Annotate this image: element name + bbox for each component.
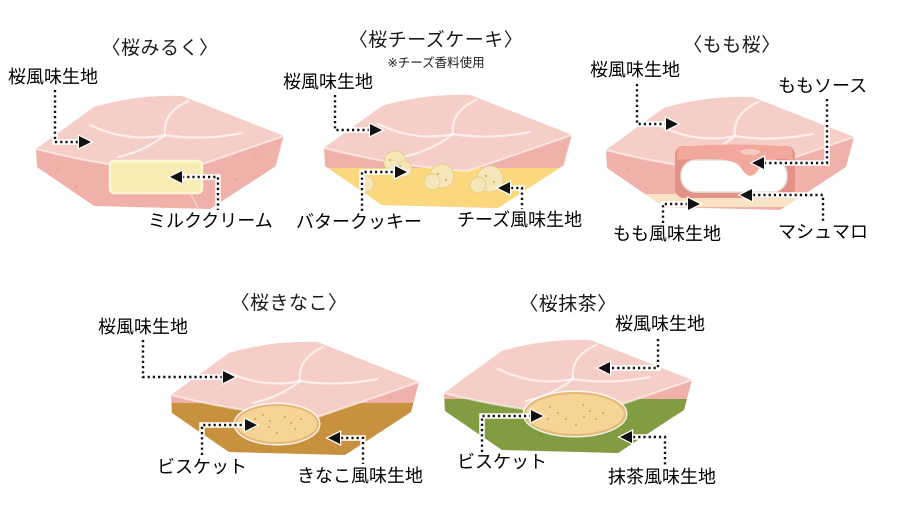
arrow-coating <box>595 339 661 377</box>
swirl-pattern <box>496 343 652 403</box>
cheese-flavoring-note: ※チーズ香料使用 <box>387 55 485 70</box>
arrow-marshmallow <box>737 186 826 221</box>
label-sakura-coating: 桜風味生地 <box>615 314 705 335</box>
candy-illustration-sakura-kinako <box>140 340 420 464</box>
arrow-cheese-layer <box>495 179 525 209</box>
label-milk-cream: ミルククリーム <box>148 211 273 232</box>
label-sakura-coating: 桜風味生地 <box>98 317 188 338</box>
arrow-kinako-base <box>325 429 366 464</box>
arrow-coating <box>332 95 385 139</box>
arrow-matcha-base <box>617 428 668 467</box>
label-kinako-base: きなこ風味生地 <box>297 466 423 487</box>
arrow-milk-cream <box>167 168 221 210</box>
momo-sauce-drip <box>677 144 793 176</box>
label-momo-sauce: ももソース <box>778 76 868 97</box>
swirl-pattern <box>223 345 379 405</box>
label-sakura-coating: 桜風味生地 <box>8 67 98 88</box>
label-butter-cookie: バタークッキー <box>296 212 422 233</box>
candy-illustration-sakura-milk <box>35 90 285 210</box>
arrow-momo-sauce <box>749 99 830 172</box>
panel-sakura-matcha: 〈桜抹茶〉 桜風味生地 ビスケット 抹茶風味生地 <box>420 283 790 498</box>
arrow-biscuit <box>479 407 546 452</box>
label-marshmallow: マシュマロ <box>778 222 868 243</box>
arrow-butter-cookie <box>359 163 410 211</box>
label-sakura-coating: 桜風味生地 <box>590 60 680 81</box>
candy-illustration-momo-sakura <box>605 84 855 223</box>
opening <box>675 144 795 198</box>
arrow-coating <box>52 90 94 151</box>
candy-illustration-sakura-cheesecake <box>323 94 573 211</box>
label-momo-base: もも風味生地 <box>613 224 721 245</box>
label-cheese-base: チーズ風味生地 <box>457 210 583 231</box>
label-biscuit: ビスケット <box>157 457 247 478</box>
panel-sakura-cheesecake: 〈桜チーズケーキ〉 ※チーズ香料使用 桜風味生地 バタークッキー チーズ風味生地 <box>280 20 610 245</box>
arrow-coating <box>634 84 681 133</box>
swirl-pattern <box>376 98 532 158</box>
candy-illustration-sakura-matcha <box>443 339 693 467</box>
panel-title: 〈桜みるく〉 <box>101 37 219 59</box>
swirl-pattern <box>88 99 244 159</box>
arrow-momo-base <box>660 195 703 223</box>
panel-title: 〈もも桜〉 <box>683 34 781 56</box>
label-matcha-base: 抹茶風味生地 <box>608 467 716 488</box>
panel-title: 〈桜きなこ〉 <box>230 292 348 314</box>
panel-sakura-milk: 〈桜みるく〉 桜風味生地 ミルククリーム <box>0 25 292 240</box>
panel-title: 〈桜チーズケーキ〉 <box>348 29 524 51</box>
arrow-coating <box>140 340 238 386</box>
label-biscuit: ビスケット <box>457 452 547 473</box>
panel-sakura-kinako: 〈桜きなこ〉 桜風味生地 ビスケット きなこ風味生地 <box>80 283 440 495</box>
label-sakura-coating: 桜風味生地 <box>283 72 373 93</box>
arrow-biscuit <box>199 416 260 455</box>
panel-title: 〈桜抹茶〉 <box>519 293 617 315</box>
panel-momo-sakura: 〈もも桜〉 桜風味生地 ももソース もも風味生地 マシュマロ <box>580 20 900 250</box>
